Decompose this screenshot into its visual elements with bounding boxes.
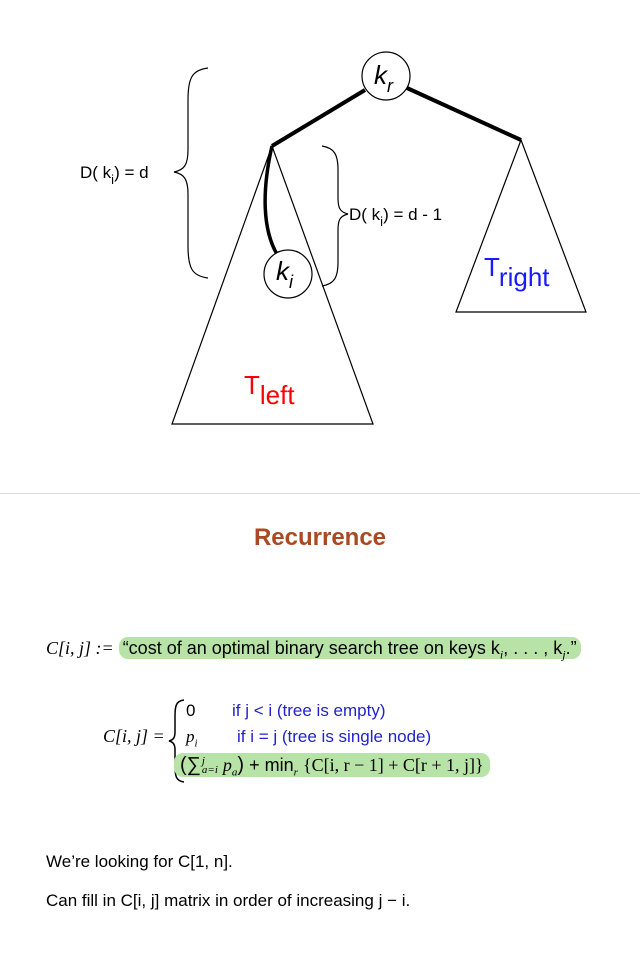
left-subtree-triangle <box>171 144 374 425</box>
definition-line: C[i, j] := “cost of an optimal binary se… <box>46 637 581 663</box>
bst-diagram: kr ki Tleft Tright D( ki) = d D( ki) = d… <box>80 51 587 425</box>
outer-depth-brace <box>173 67 209 279</box>
root-node-label: kr <box>374 60 394 96</box>
inner-depth-brace <box>321 145 349 287</box>
root-node <box>361 51 411 101</box>
inner-depth-label: D( ki) = d - 1 <box>349 205 442 229</box>
t-right-label: Tright <box>484 252 550 292</box>
case-1-value: 0 <box>186 701 196 720</box>
ki-node <box>263 249 313 299</box>
t-left-label: Tleft <box>244 370 295 410</box>
path-to-ki <box>263 145 280 257</box>
case-2-condition: if i = j (tree is single node) <box>237 727 432 746</box>
definition-lhs: C[i, j] := <box>46 638 114 658</box>
recurrence-lhs: C[i, j] = <box>103 726 165 746</box>
slide-separator <box>0 493 640 494</box>
case-1: 0 <box>186 701 195 721</box>
root-right-edge <box>406 86 522 142</box>
root-left-edge <box>270 88 367 148</box>
case-1-condition: if j < i (tree is empty) <box>232 701 386 720</box>
case-2: pi <box>186 727 198 750</box>
slide-title: Recurrence <box>253 524 387 551</box>
ki-node-label: ki <box>276 256 294 292</box>
definition-highlight: “cost of an optimal binary search tree o… <box>118 637 581 662</box>
fill-order-line: Can fill in C[i, j] matrix in order of i… <box>46 891 411 910</box>
right-subtree-triangle <box>455 138 587 313</box>
goal-line: We’re looking for C[1, n]. <box>46 852 233 871</box>
outer-depth-label: D( ki) = d <box>80 163 149 187</box>
